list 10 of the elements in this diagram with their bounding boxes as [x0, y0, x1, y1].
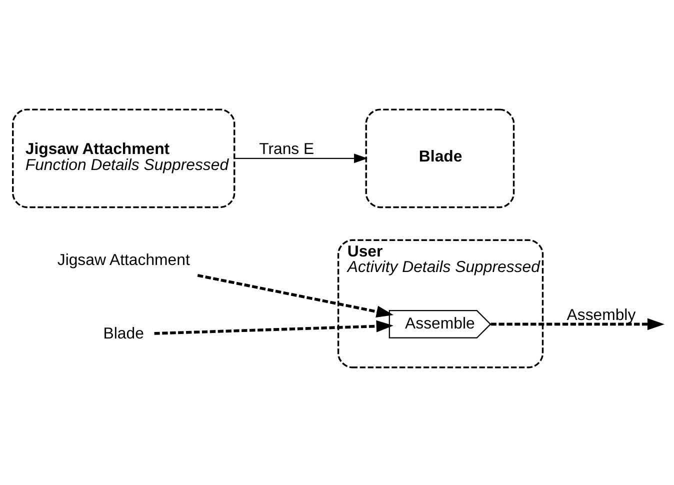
node-box: Blade — [365, 108, 515, 208]
arrow — [234, 153, 368, 163]
edge-label: Assembly — [566, 306, 636, 324]
node-box: Jigsaw Attachment Function Details Suppressed — [12, 108, 236, 208]
arrow — [154, 320, 394, 334]
node-text: Blade — [103, 325, 144, 342]
arrow — [197, 273, 394, 318]
edge-label: Trans E — [259, 140, 314, 158]
node-text: Jigsaw Attachment — [57, 251, 190, 268]
arrow — [490, 318, 665, 330]
